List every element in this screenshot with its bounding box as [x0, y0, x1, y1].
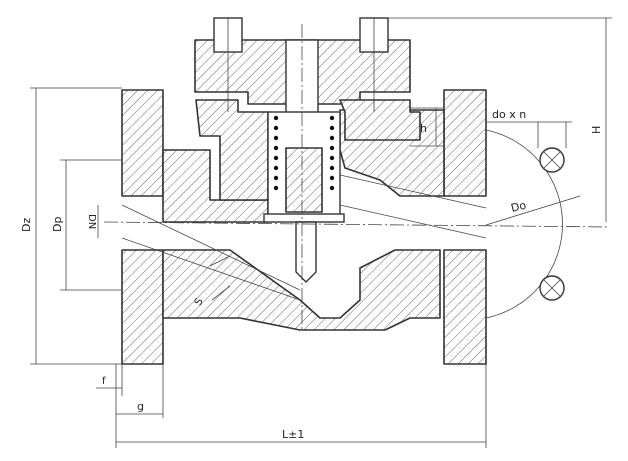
inlet-passage: [121, 204, 301, 301]
dim-dp: Dp: [51, 217, 64, 232]
dim-dn: DN: [86, 214, 97, 229]
dim-s: S: [193, 297, 206, 308]
dim-h-small: h: [420, 122, 427, 135]
dim-g: g: [137, 400, 144, 413]
disc-face: [263, 213, 345, 223]
disc-body: [285, 147, 323, 213]
disc-stem-tip: [295, 221, 317, 283]
dim-do: Do: [510, 199, 528, 215]
body-neck-right: [339, 99, 421, 141]
dim-dz: Dz: [20, 218, 33, 232]
dim-do-x-n: do x n: [492, 108, 526, 121]
outlet-passage: [339, 174, 487, 239]
right-flange: [443, 89, 487, 365]
dim-f: f: [102, 376, 106, 387]
dim-h-big: H: [590, 126, 603, 134]
body-lower-left: [162, 249, 441, 331]
spring-coils: [273, 115, 335, 191]
dim-l: L±1: [282, 428, 304, 441]
flange-bolt-hole-upper: [539, 147, 565, 173]
flange-bolt-hole-lower: [539, 275, 565, 301]
bolt-circle-arc: [485, 129, 563, 319]
left-flange: [121, 89, 164, 365]
